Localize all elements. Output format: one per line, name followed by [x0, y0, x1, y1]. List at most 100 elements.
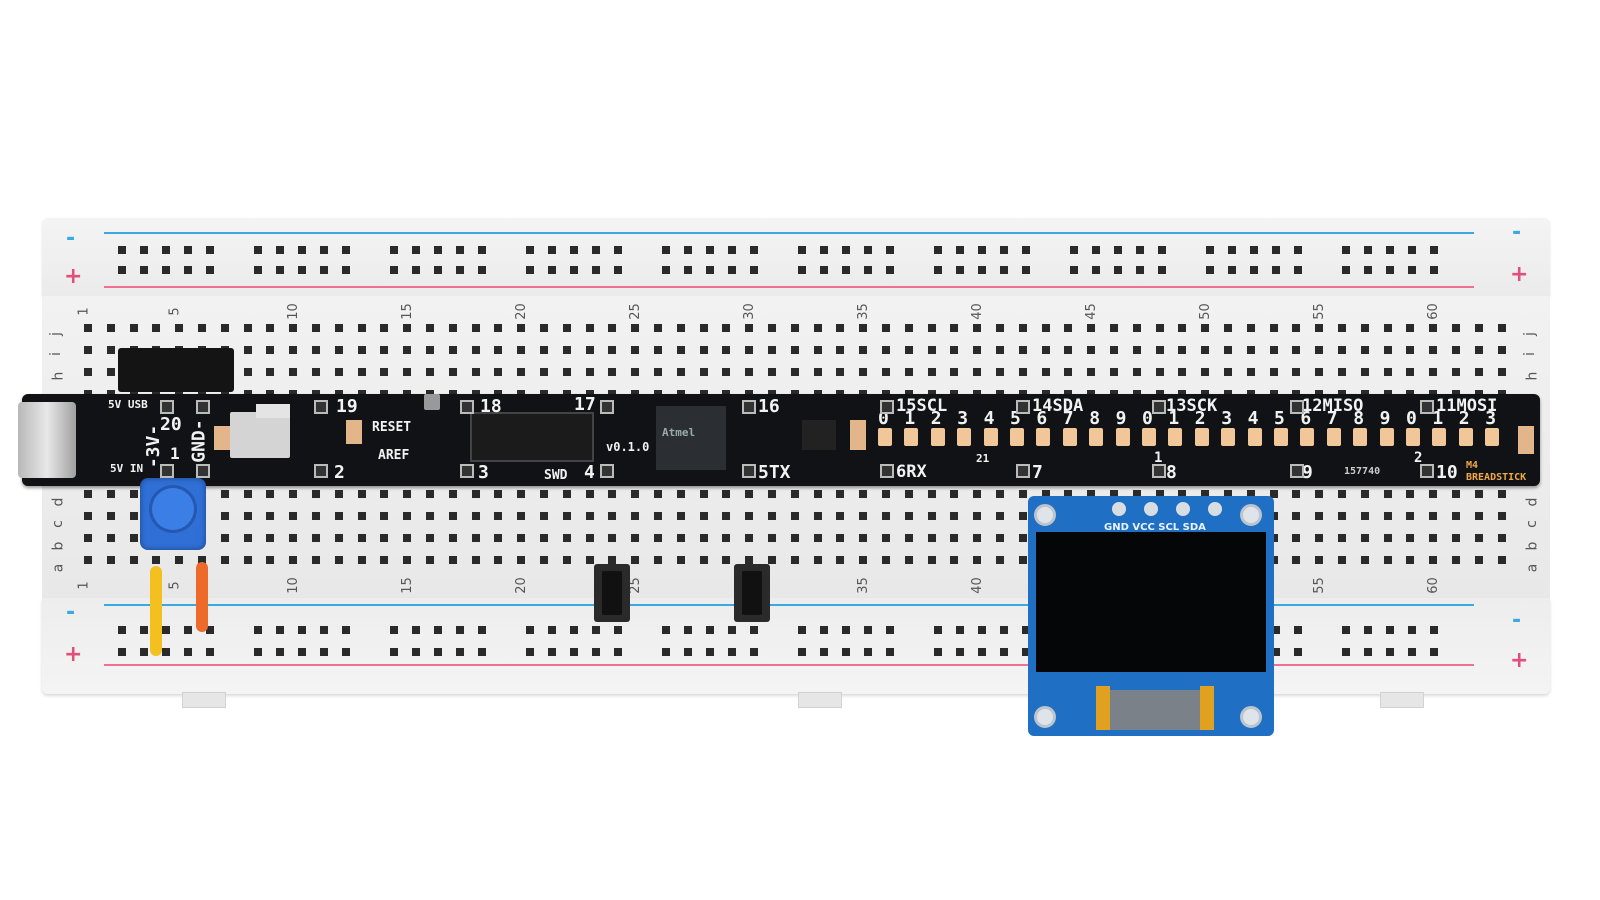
led-segment	[1221, 428, 1236, 446]
rail-hole	[548, 626, 556, 634]
rail-hole	[456, 246, 464, 254]
rail-hole	[1272, 626, 1280, 634]
breadboard-hole	[950, 346, 959, 354]
breadboard-hole	[426, 324, 434, 332]
breadboard-hole	[152, 324, 161, 332]
breadboard-hole	[1383, 512, 1392, 520]
breadboard-hole	[1338, 556, 1346, 564]
rail-hole	[1364, 246, 1372, 254]
breadboard-hole	[1315, 556, 1324, 564]
oled-mount-hole-bl	[1034, 706, 1056, 728]
led-segment	[1089, 428, 1104, 446]
breadboard-hole	[1315, 490, 1324, 498]
breadboard-hole	[266, 368, 275, 376]
rail-hole	[434, 626, 442, 634]
breadboard-hole	[1132, 346, 1141, 354]
breadboard-hole	[631, 556, 640, 564]
rail-hole	[548, 648, 556, 656]
column-number: 35	[855, 577, 871, 594]
pin-pad	[1290, 464, 1304, 478]
breadboard-hole	[266, 324, 275, 332]
breadboard-hole	[1269, 346, 1278, 354]
voltage-regulator	[230, 412, 290, 458]
label-2: 2	[334, 462, 345, 483]
reset-button[interactable]	[424, 394, 440, 410]
breadboard-hole	[1292, 512, 1301, 520]
oled-ribbon-tab-right	[1200, 686, 1214, 730]
rail-hole	[320, 648, 328, 656]
rail-hole	[478, 266, 486, 274]
potentiometer[interactable]	[140, 478, 206, 550]
breadboard-hole	[722, 512, 731, 520]
breadboard-hole	[882, 534, 890, 542]
push-button-2[interactable]	[734, 564, 770, 622]
breadboard-hole	[312, 346, 320, 354]
chip-label: Atmel	[662, 426, 696, 439]
breadboard-hole	[859, 368, 868, 376]
breadboard-hole	[1087, 324, 1096, 332]
rail-hole	[750, 266, 758, 274]
top-rail-minus-sign-right: -	[1512, 220, 1522, 245]
label-10: 10	[1436, 462, 1458, 483]
rail-hole	[886, 246, 894, 254]
rail-hole	[684, 246, 692, 254]
potentiometer-knob[interactable]	[152, 488, 194, 530]
led-segment	[1458, 428, 1473, 446]
column-number: 55	[1311, 577, 1327, 594]
breadboard-hole	[540, 346, 548, 354]
pin-pad	[196, 464, 210, 478]
capacitor-3	[850, 420, 866, 450]
rail-hole	[434, 266, 442, 274]
breadboard-hole	[654, 490, 662, 498]
breadboard-hole	[1360, 534, 1369, 542]
led-segment	[1300, 428, 1315, 446]
breadboard-hole	[243, 346, 252, 354]
breadboard-hole	[1201, 490, 1210, 498]
rail-hole	[934, 246, 942, 254]
label-7: 7	[1032, 462, 1043, 483]
rail-hole	[526, 246, 534, 254]
breadboard-hole	[1474, 534, 1483, 542]
rail-hole	[320, 626, 328, 634]
breadboard-hole	[1429, 368, 1438, 376]
rail-hole	[320, 266, 328, 274]
row-letter-a-right: a	[1524, 563, 1541, 573]
breadboard-hole	[631, 512, 640, 520]
breadboard-hole	[357, 490, 366, 498]
led-segment	[1010, 428, 1024, 446]
breadboard-hole	[380, 368, 389, 376]
row-letter-c: c	[49, 520, 66, 528]
oled-screen	[1036, 532, 1266, 672]
rail-hole	[434, 648, 442, 656]
breadboard-hole	[1178, 346, 1187, 354]
breadboard-hole	[334, 346, 343, 354]
rail-hole	[1294, 648, 1302, 656]
breadboard-hole	[585, 512, 594, 520]
label-11mosi: 11MOSI	[1436, 396, 1498, 416]
breadboard-hole	[1110, 346, 1118, 354]
breadboard-hole	[927, 512, 936, 520]
breadboard-hole	[562, 324, 571, 332]
rail-hole	[412, 246, 420, 254]
breadboard-hole	[448, 368, 457, 376]
led-segment	[878, 428, 892, 446]
breadboard-hole	[768, 556, 776, 564]
push-button-1[interactable]	[594, 564, 630, 622]
breadboard-hole	[426, 346, 434, 354]
oled-pin-header	[1112, 502, 1222, 518]
rail-hole	[1294, 626, 1302, 634]
led-digit-label: 1	[1432, 408, 1444, 429]
rail-hole	[706, 648, 714, 656]
breadboard-hole	[84, 368, 92, 376]
breadboard-hole	[1406, 346, 1415, 354]
breadboard-hole	[1269, 490, 1278, 498]
breadboard-hole	[745, 556, 754, 564]
breadboard-hole	[1178, 324, 1187, 332]
breadboard-hole	[973, 368, 982, 376]
breadboard-hole	[996, 346, 1004, 354]
rail-hole	[254, 626, 262, 634]
breadboard-hole	[1497, 556, 1506, 564]
breadboard-hole	[608, 368, 617, 376]
pin-pad	[160, 400, 174, 414]
led-digit-label: 4	[1247, 408, 1259, 429]
